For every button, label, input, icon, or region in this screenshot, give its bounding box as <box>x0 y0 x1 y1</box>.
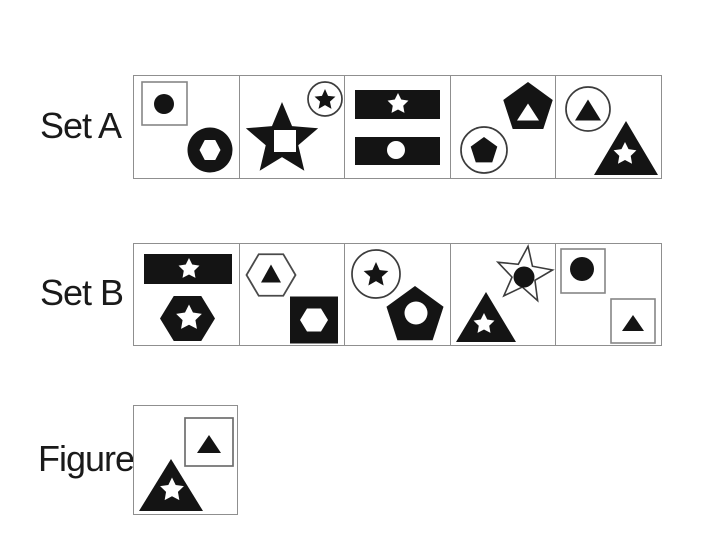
inner-star <box>314 89 335 109</box>
inner-pentagon <box>470 137 497 163</box>
set-b-cell-3 <box>345 244 451 345</box>
set-b-cell-1 <box>134 244 240 345</box>
cell-drawing <box>351 249 444 341</box>
set-b-cell-4 <box>450 244 556 345</box>
outer-triangle <box>455 292 516 342</box>
inner-hexagon <box>199 140 221 160</box>
set-a-cell-2 <box>239 76 345 178</box>
inner-star <box>473 313 494 333</box>
inner-star <box>176 304 202 329</box>
cell-drawing <box>565 86 658 175</box>
cell-drawing <box>355 90 440 165</box>
inner-star <box>160 477 184 501</box>
inner-triangle <box>516 103 539 121</box>
inner-triangle <box>575 99 601 121</box>
inner-square <box>273 130 296 152</box>
outer-square <box>610 298 656 344</box>
figure-grid <box>133 405 238 515</box>
cell-drawing <box>144 254 232 342</box>
set-a-grid <box>133 75 662 179</box>
set-a-cell-3 <box>345 76 451 178</box>
cell-drawing <box>139 417 234 511</box>
inner-star <box>178 258 200 278</box>
set-a-cell-1 <box>134 76 240 178</box>
set-b-cell-5 <box>556 244 661 345</box>
inner-triangle <box>260 264 281 283</box>
cell-drawing <box>141 81 233 173</box>
cell-drawing <box>455 244 555 342</box>
inner-circle <box>513 266 534 288</box>
figure-cell-1 <box>134 406 237 514</box>
set-a-cell-4 <box>450 76 556 178</box>
cell-drawing <box>244 253 338 344</box>
set-b-label: Set B <box>40 272 124 313</box>
inner-hexagon <box>299 308 328 332</box>
inner-circle <box>570 257 594 281</box>
set-b-cell-2 <box>239 244 345 345</box>
inner-circle <box>404 301 428 325</box>
cell-drawing <box>560 248 656 344</box>
inner-star <box>387 93 409 113</box>
cell-drawing <box>245 81 343 171</box>
inner-circle <box>154 94 174 114</box>
inner-triangle <box>197 435 221 453</box>
inner-star <box>613 142 637 164</box>
cell-drawing <box>459 82 553 174</box>
inner-circle <box>387 141 405 159</box>
set-a-cell-5 <box>556 76 661 178</box>
set-a-label: Set A <box>40 105 122 146</box>
figure-label: Figure <box>38 438 135 479</box>
inner-star <box>363 262 389 286</box>
inner-triangle <box>622 315 644 331</box>
set-b-grid <box>133 243 662 346</box>
